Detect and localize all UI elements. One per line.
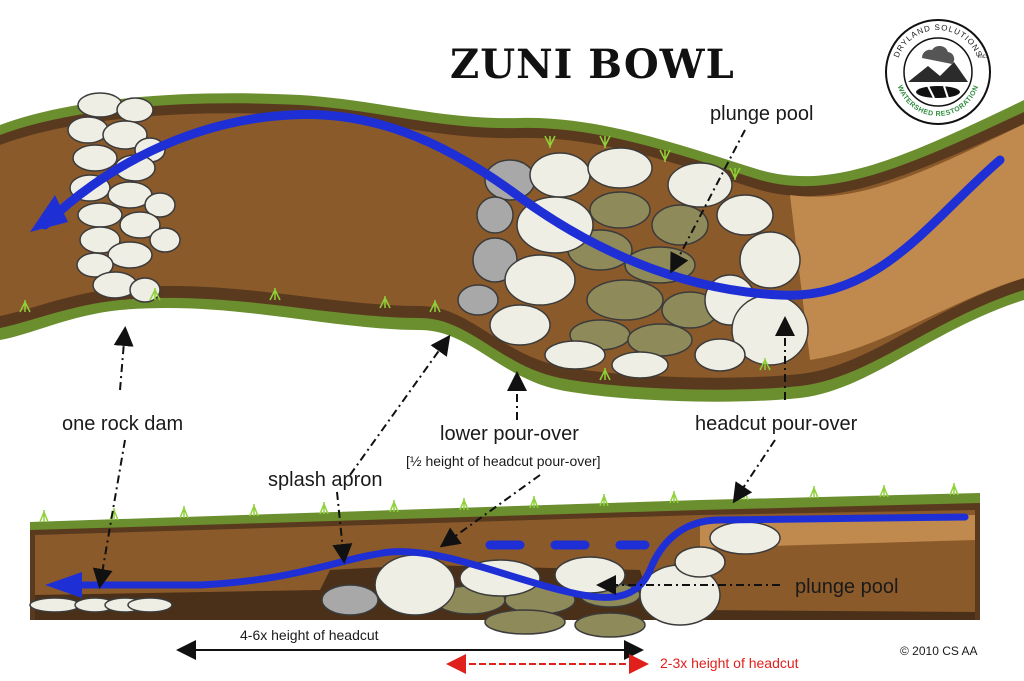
dryland-solutions-logo: DRYLAND SOLUTIONS inc. WATERSHED RESTORA…	[885, 19, 991, 125]
copyright-text: © 2010 CS AA	[900, 644, 978, 658]
leader-headcut-down	[732, 439, 776, 504]
pool-length-label: 2-3x height of headcut	[660, 655, 799, 671]
one-rock-dam-rocks	[67, 92, 181, 303]
plunge-pool-bottom-label: plunge pool	[795, 576, 898, 598]
profile-one-rock-dam	[29, 597, 173, 613]
lower-pour-over-note: [½ height of headcut pour-over]	[406, 453, 601, 469]
lower-pour-over-label: lower pour-over	[440, 423, 579, 445]
leader-splash-apron-up	[349, 334, 451, 476]
leader-plunge-pool-top	[670, 129, 746, 274]
logo-suffix: inc.	[978, 54, 988, 60]
leader-lines	[92, 129, 795, 595]
profile-grey-rock	[321, 584, 379, 616]
flow-arrowhead-bottom	[45, 572, 82, 598]
grass-tufts-top	[19, 135, 771, 381]
logo-cloud-icon	[921, 45, 955, 64]
diagram-title: ZUNI BOWL	[450, 41, 735, 88]
headcut-pour-over-label: headcut pour-over	[695, 413, 858, 435]
flow-arrow-bottom	[71, 513, 969, 601]
leader-one-rock-dam-down	[92, 439, 126, 589]
one-rock-dam-label: one rock dam	[62, 413, 183, 435]
profile-view	[29, 483, 980, 638]
leader-lower-pour-over-down	[439, 474, 541, 548]
measure-pool: 2-3x height of headcut	[446, 654, 799, 674]
leader-splash-apron-down	[332, 491, 353, 564]
measure-apron: 4-6x height of headcut	[176, 627, 644, 660]
splash-apron-label: splash apron	[268, 469, 383, 491]
leader-one-rock-dam-up	[113, 326, 134, 391]
logo-mountain-icon	[908, 62, 968, 82]
zuni-bowl-olive-rocks	[567, 191, 719, 357]
plan-view-channel	[0, 92, 1024, 402]
plunge-pool-top-label: plunge pool	[710, 103, 813, 125]
flow-arrow-top	[40, 109, 1005, 300]
flow-arrowhead-top	[30, 195, 68, 232]
apron-length-label: 4-6x height of headcut	[240, 627, 379, 643]
